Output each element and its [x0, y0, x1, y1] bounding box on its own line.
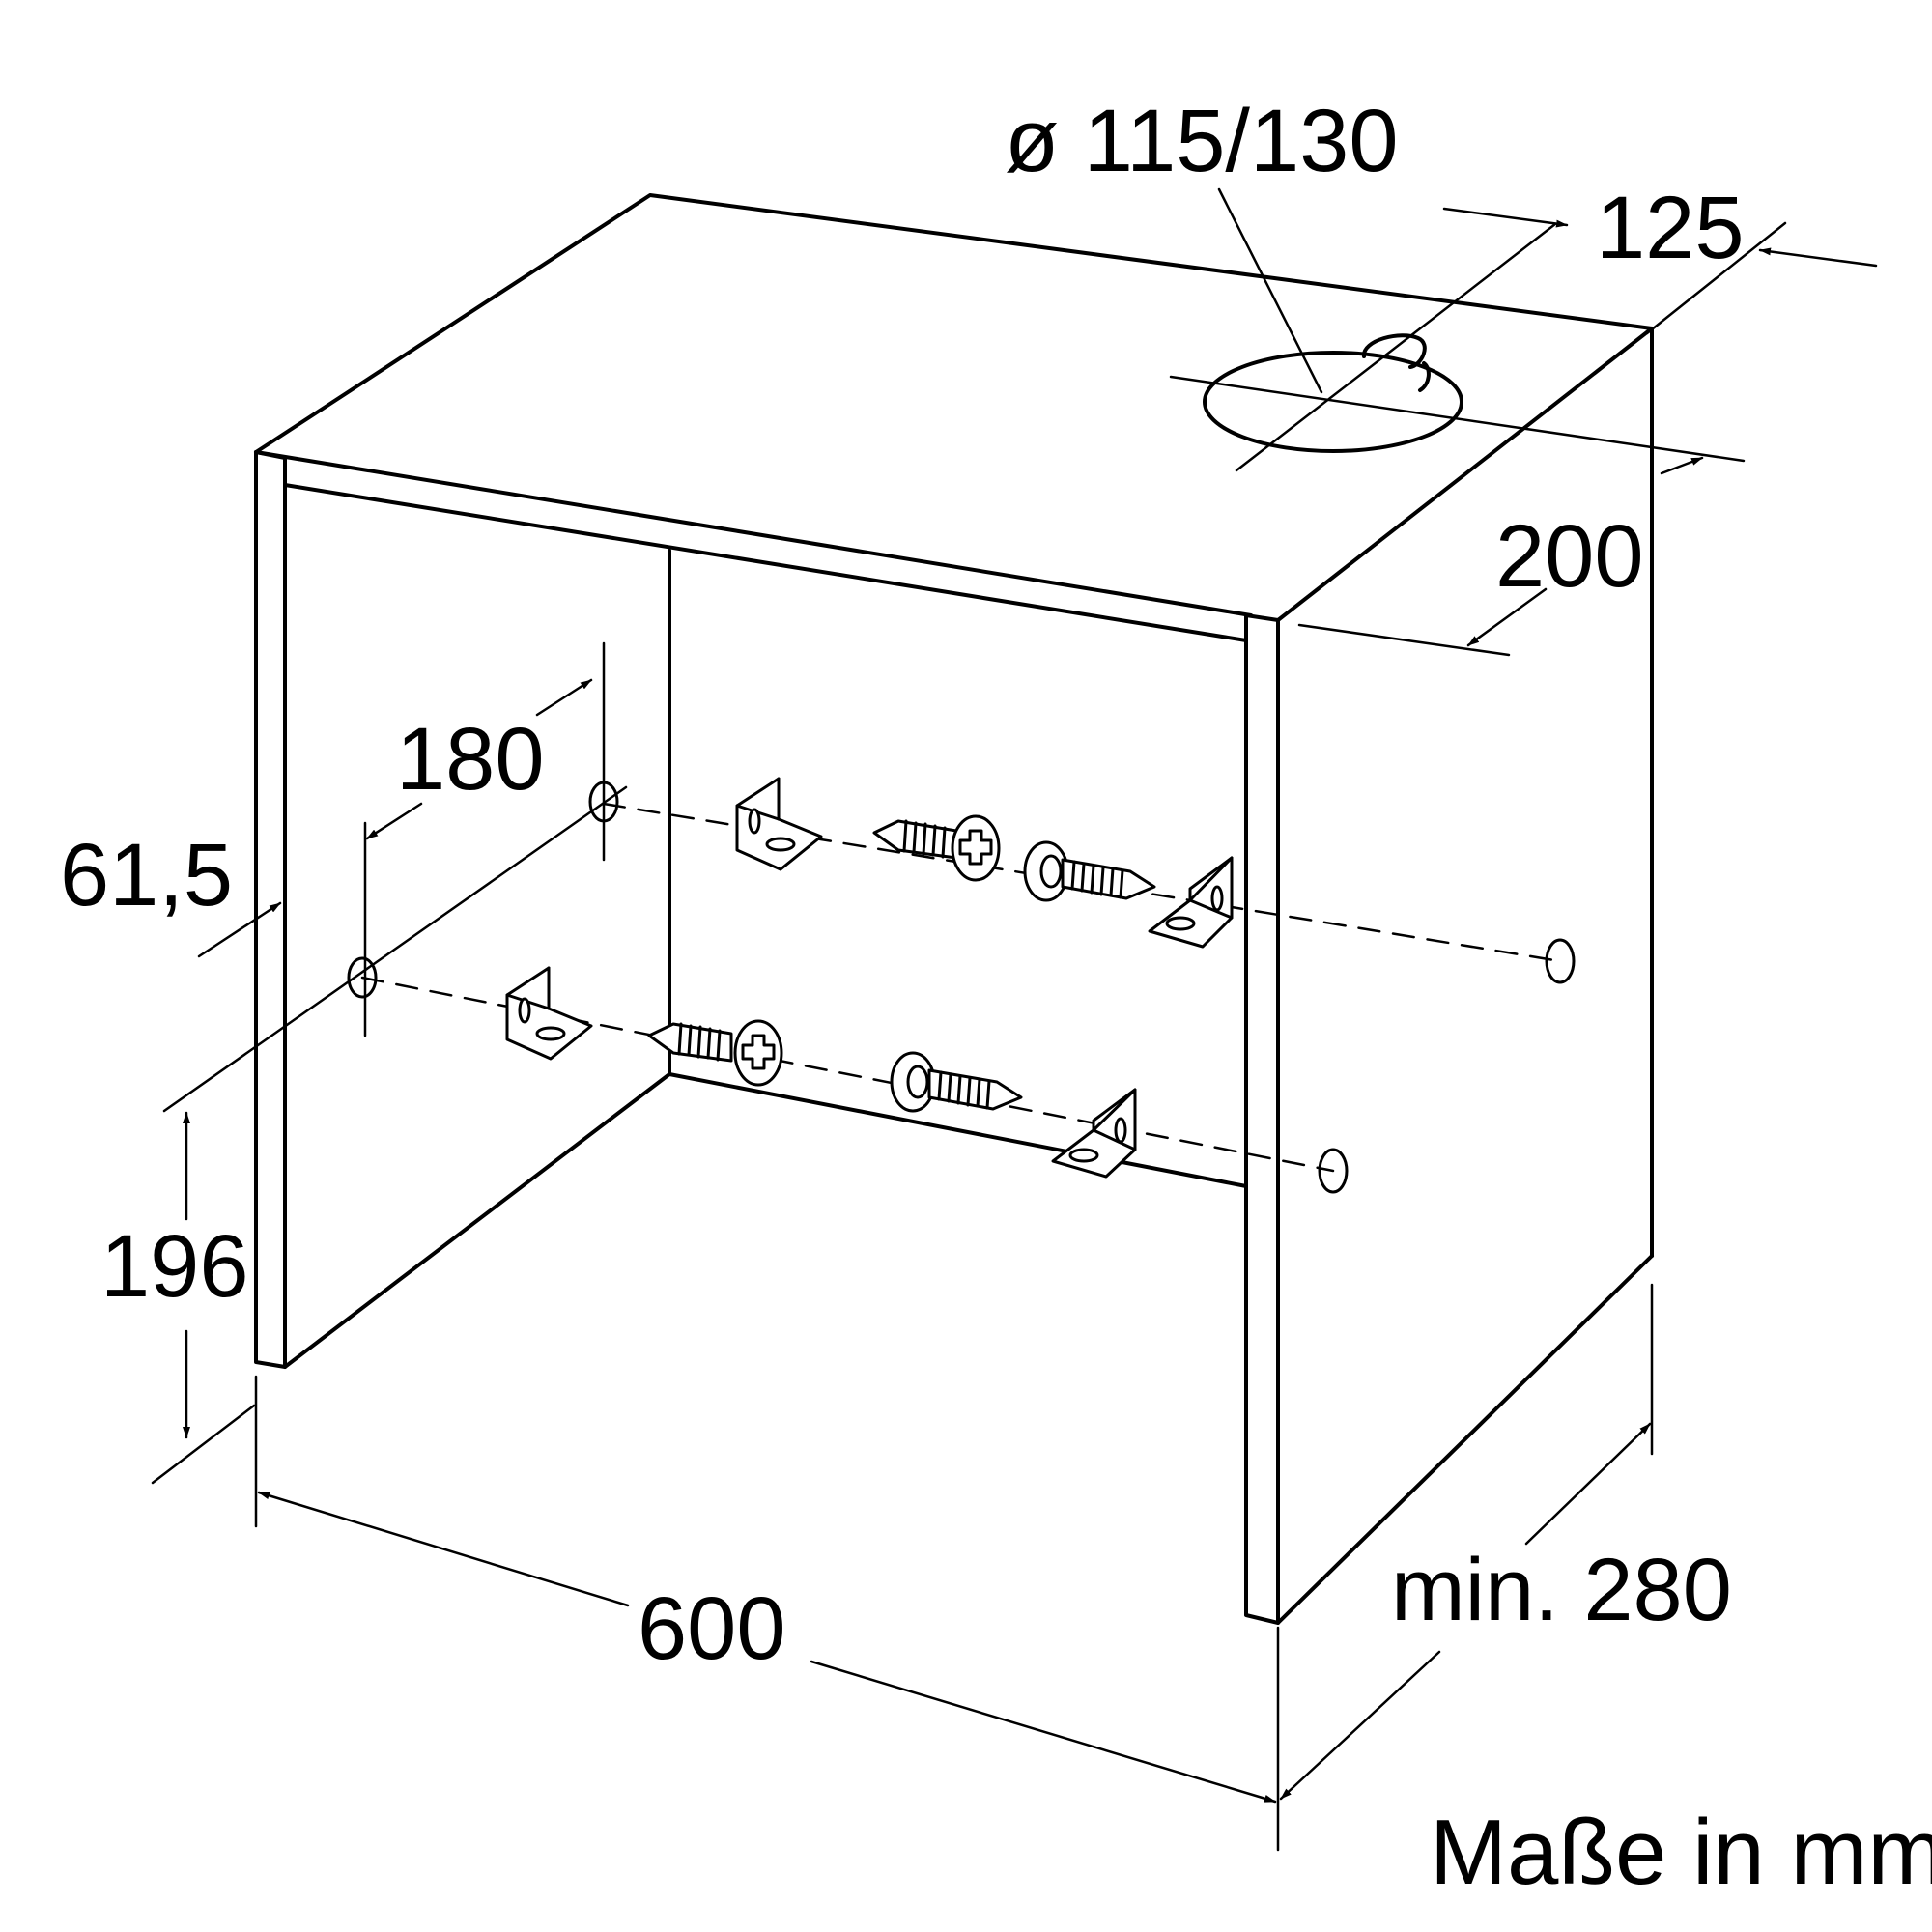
dimension-180-label: 180 — [396, 710, 545, 809]
angle-bracket — [1148, 856, 1234, 949]
mounting-holes — [347, 781, 1576, 1194]
screw — [647, 1019, 783, 1087]
mounting-axis-lower — [360, 976, 1335, 1173]
diameter-label: ø 115/130 — [1005, 92, 1399, 190]
screw — [890, 1051, 1023, 1113]
angle-bracket — [735, 777, 823, 871]
dimension-600-label: 600 — [638, 1579, 786, 1678]
screw — [872, 814, 1001, 882]
dimension-196-label: 196 — [100, 1217, 249, 1316]
angle-bracket — [1051, 1088, 1137, 1179]
dim-125-lines — [1442, 207, 1878, 335]
dim-196-lines — [151, 1111, 256, 1485]
duct-opening — [1203, 333, 1463, 453]
dim-200-lines — [1297, 456, 1704, 657]
dim-180-lines — [363, 641, 606, 1037]
cabinet-top-panel — [254, 193, 1654, 454]
duct-centerlines — [1169, 222, 1746, 472]
screw — [1023, 840, 1156, 902]
dimension-61-5-label: 61,5 — [60, 826, 234, 924]
dimension-125-label: 125 — [1596, 179, 1745, 277]
cabinet-right-side-panel — [1276, 327, 1654, 1625]
dim-min280-lines — [1279, 1283, 1654, 1801]
dim-615-lines — [162, 785, 628, 1113]
units-note: Maße in mm — [1430, 1801, 1932, 1904]
dim-600-lines — [254, 1375, 1280, 1852]
angle-bracket — [505, 966, 593, 1061]
dimension-min-280-label: min. 280 — [1391, 1541, 1732, 1639]
dimension-200-label: 200 — [1495, 507, 1644, 606]
cabinet-back-panel — [283, 549, 1248, 1369]
diameter-leader — [1217, 187, 1323, 394]
